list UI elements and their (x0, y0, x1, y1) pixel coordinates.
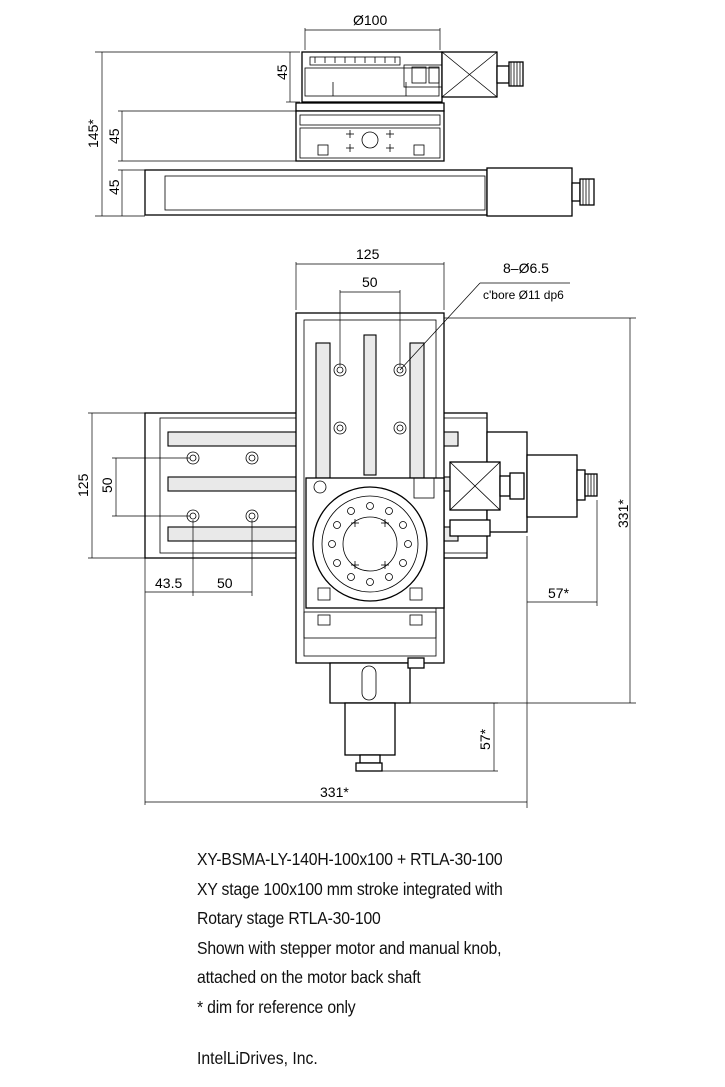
dim-motor-offset-bottom: 57* (477, 728, 493, 750)
caption-motor-note: Shown with stepper motor and manual knob… (197, 937, 502, 958)
dim-offset-left: 43.5 (155, 575, 182, 591)
dim-height-upper: 45 (106, 128, 122, 144)
side-view: Ø100 145* 45 45 45 (85, 12, 595, 217)
drawing-caption: XY-BSMA-LY-140H-100x100 + RTLA-30-100 XY… (197, 845, 647, 1023)
dim-diameter: Ø100 (353, 12, 387, 28)
dim-hole-spacing-top: 50 (362, 274, 378, 290)
dim-motor-offset-right: 57* (548, 585, 570, 601)
dim-hole-spacing-left: 50 (99, 477, 115, 493)
counterbore-callout: c'bore Ø11 dp6 (483, 288, 564, 302)
company-name: IntelLiDrives, Inc. (197, 1048, 318, 1068)
caption-model: XY-BSMA-LY-140H-100x100 + RTLA-30-100 (197, 849, 503, 869)
plan-view: 125 50 8–Ø6.5 c'bore Ø11 dp6 125 50 43.5… (75, 246, 636, 808)
rotary-hole-pattern (328, 502, 412, 586)
dim-height-total: 145* (85, 119, 101, 148)
dim-height-lower: 45 (106, 179, 122, 195)
dim-hole-spacing-bottom: 50 (217, 575, 233, 591)
caption-description: XY stage 100x100 mm stroke integrated wi… (197, 878, 503, 899)
caption-reference-note: * dim for reference only (197, 996, 356, 1017)
hole-callout: 8–Ø6.5 (503, 260, 549, 276)
caption-rotary: Rotary stage RTLA-30-100 (197, 908, 381, 929)
technical-drawing: Ø100 145* 45 45 45 (75, 12, 636, 808)
dim-upper-width: 125 (356, 246, 380, 262)
dim-height-rotary: 45 (274, 64, 290, 80)
dim-overall-width: 331* (320, 784, 349, 800)
caption-shaft-note: attached on the motor back shaft (197, 967, 421, 988)
dim-left-height: 125 (75, 473, 91, 497)
dim-overall-height: 331* (615, 499, 631, 528)
